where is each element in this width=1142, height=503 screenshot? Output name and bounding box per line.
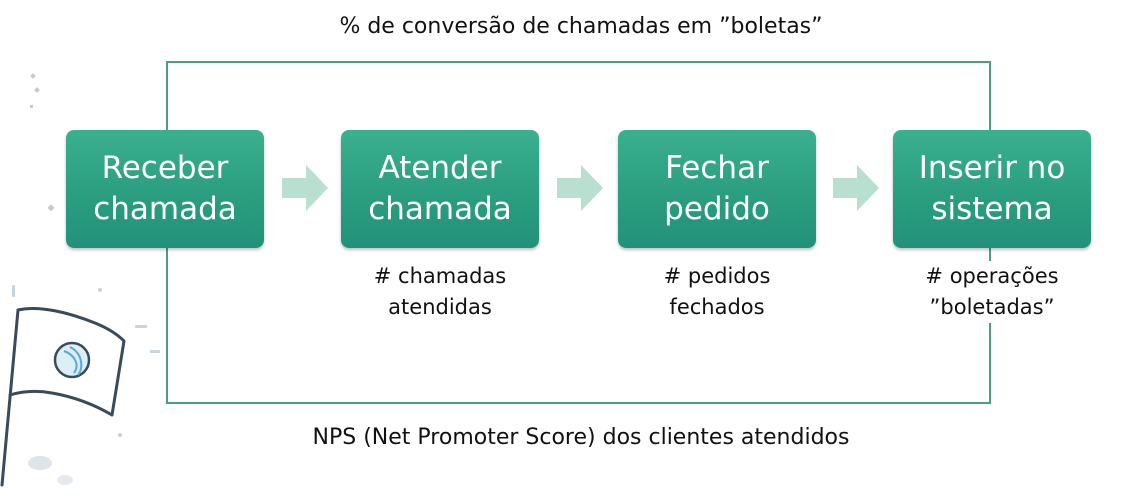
frame-right-bottom-connector [989, 248, 991, 404]
step-label: Atender chamada [368, 150, 512, 227]
nps-caption: NPS (Net Promoter Score) dos clientes at… [312, 425, 850, 450]
frame-left-top-connector [166, 61, 168, 131]
arrow-right-icon [557, 165, 603, 211]
step-label: Inserir no sistema [918, 150, 1066, 227]
step-label: Receber chamada [93, 150, 237, 227]
flag-icon [0, 285, 160, 487]
metric-operacoes-boletadas: # operações ”boletadas” [897, 261, 1087, 323]
conversion-caption: % de conversão de chamadas em ”boletas” [339, 14, 823, 39]
step-inserir-no-sistema: Inserir no sistema [893, 130, 1091, 248]
step-receber-chamada: Receber chamada [66, 130, 264, 248]
metric-pedidos-fechados: # pedidos fechados [622, 261, 812, 323]
frame-right-top-connector [989, 61, 991, 131]
frame-left-bottom-connector [166, 248, 168, 404]
frame-bottom-line [166, 402, 991, 404]
frame-top-line [166, 61, 991, 63]
arrow-right-icon [282, 165, 328, 211]
arrow-right-icon [833, 165, 879, 211]
step-fechar-pedido: Fechar pedido [618, 130, 816, 248]
dots-decoration [30, 73, 55, 212]
metric-chamadas-atendidas: # chamadas atendidas [345, 261, 535, 323]
step-label: Fechar pedido [664, 150, 770, 227]
step-atender-chamada: Atender chamada [341, 130, 539, 248]
